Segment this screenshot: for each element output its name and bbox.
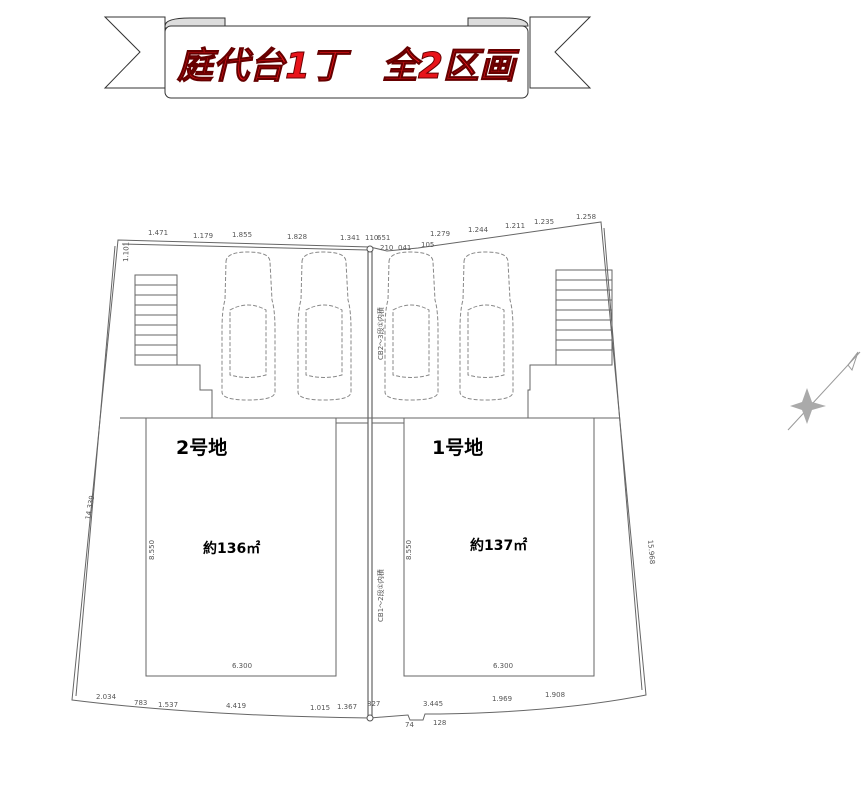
dim-label: 1.537 [158, 701, 178, 709]
dim-label: 041 [398, 244, 411, 252]
dim-label: 1.258 [576, 213, 596, 221]
dim-label: 128 [433, 719, 446, 727]
dim-label: 1.015 [310, 704, 330, 712]
right-side-length: 15.968 [646, 539, 656, 564]
lot-1-label: 1号地 [432, 436, 483, 459]
dim-label: 1.969 [492, 695, 512, 703]
dim-label: 1.279 [430, 230, 450, 238]
left-side-length: 14.339 [84, 495, 96, 521]
dim-label: 651 [377, 234, 390, 242]
lot-1-width: 6.300 [493, 662, 513, 670]
dim-label: 4.419 [226, 702, 246, 710]
lot-1-area: 約137㎡ [470, 537, 527, 554]
lot-2-depth: 8.550 [148, 540, 156, 560]
bottom-dimensions: 2.034 783 1.537 4.419 1.015 1.367 827 3.… [96, 691, 565, 729]
banner-body [164, 25, 529, 99]
dim-label: 105 [421, 241, 434, 249]
stairs-right [527, 269, 613, 418]
dim-label: 1.341 [340, 234, 360, 242]
car-icon [221, 251, 276, 401]
dim-label: 3.445 [423, 700, 443, 708]
title-banner: 庭代台1丁 全2区画 [103, 16, 592, 99]
lot-2-building [145, 417, 337, 677]
banner-right-tail [529, 16, 592, 89]
corner-length: 1.101 [122, 242, 131, 262]
dim-label: 1.244 [468, 226, 489, 234]
car-icon [384, 251, 439, 401]
dim-label: 210 [380, 244, 393, 252]
banner-left-tail [103, 16, 166, 89]
lot-1-building [403, 417, 595, 677]
stairs-left [134, 274, 213, 418]
car-icon [459, 251, 514, 401]
dim-label: 1.908 [545, 691, 565, 699]
dim-label: 74 [405, 721, 414, 729]
dim-label: 1.471 [148, 229, 168, 237]
dim-label: 827 [367, 700, 380, 708]
lot-2-width: 6.300 [232, 662, 252, 670]
car-icon [297, 251, 352, 401]
site-boundary [71, 221, 647, 722]
lot-2-label: 2号地 [176, 436, 227, 459]
dim-label: 1.855 [232, 231, 252, 239]
dim-label: 2.034 [96, 693, 117, 701]
dim-label: 1.828 [287, 233, 307, 241]
north-arrow-icon [787, 351, 861, 431]
dim-label: 1.211 [505, 222, 525, 230]
lot-2-area: 約136㎡ [203, 540, 260, 557]
banner-title: 庭代台1丁 全2区画 [177, 46, 520, 87]
centerline-upper-note: CB2～3段①内積 [376, 307, 385, 360]
dim-label: 783 [134, 699, 147, 707]
dim-label: 1.367 [337, 703, 357, 711]
centerline-lower-note: CB1～2段①内積 [376, 569, 385, 622]
parking-cars [221, 251, 514, 401]
dim-label: 1.179 [193, 232, 213, 240]
top-dimensions: 1.471 1.179 1.855 1.828 1.341 110 651 21… [148, 213, 596, 252]
lot-1-depth: 8.550 [405, 540, 413, 560]
dim-label: 1.235 [534, 218, 554, 226]
dim-label: 110 [365, 234, 378, 242]
